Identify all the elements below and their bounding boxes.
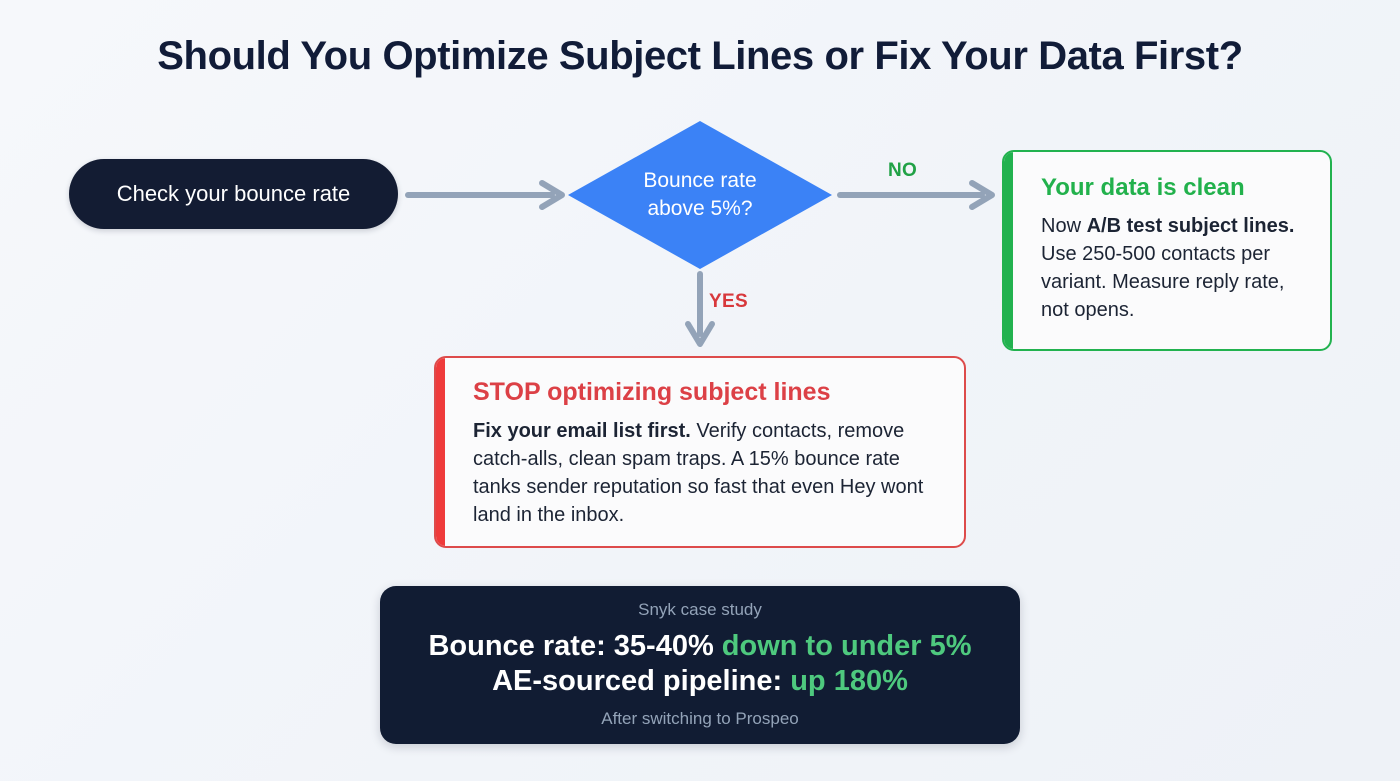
card-clean-body: Your data is clean Now A/B test subject …	[1013, 152, 1330, 349]
stop-text-rest: Verify contacts, remove catch-alls, clea…	[473, 419, 924, 526]
arrow-start-to-decision	[405, 180, 565, 210]
stat1-highlight: down to under 5%	[721, 629, 972, 662]
outcome-card-clean[interactable]: Your data is clean Now A/B test subject …	[1002, 150, 1332, 351]
clean-text-rest: Use 250-500 contacts per variant. Measur…	[1041, 242, 1285, 321]
case-study-eyebrow: Snyk case study	[638, 600, 762, 620]
clean-text-bold: A/B test subject lines.	[1086, 214, 1295, 237]
stat2-plain: AE-sourced pipeline:	[492, 665, 791, 697]
decision-node[interactable]: Bounce rate above 5%?	[568, 121, 832, 269]
stat1-plain: Bounce rate: 35-40%	[428, 629, 722, 662]
card-accent-bar-green	[1004, 152, 1013, 349]
page-title: Should You Optimize Subject Lines or Fix…	[157, 34, 1243, 78]
case-study-stat-pipeline: AE-sourced pipeline: up 180%	[492, 664, 908, 699]
card-stop-body: STOP optimizing subject lines Fix your e…	[445, 358, 964, 546]
decision-diamond-shape	[568, 121, 832, 269]
case-study-footnote: After switching to Prospeo	[601, 709, 799, 729]
card-stop-title: STOP optimizing subject lines	[473, 378, 831, 406]
start-node-label: Check your bounce rate	[116, 181, 351, 206]
outcome-card-stop[interactable]: STOP optimizing subject lines Fix your e…	[434, 356, 966, 548]
card-clean-text: Now A/B test subject lines. Use 250-500 …	[1041, 212, 1306, 324]
stop-text-bold: Fix your email list first.	[473, 419, 691, 442]
case-study-stat-bounce-rate: Bounce rate: 35-40% down to under 5%	[428, 629, 971, 664]
arrow-no-branch	[837, 180, 995, 210]
edge-label-no: NO	[888, 160, 918, 181]
case-study-card: Snyk case study Bounce rate: 35-40% down…	[380, 586, 1020, 744]
arrow-yes-branch	[685, 271, 715, 347]
card-stop-text: Fix your email list first. Verify contac…	[473, 417, 942, 529]
card-accent-bar-red	[436, 358, 445, 546]
clean-text-lead: Now	[1041, 214, 1087, 237]
edge-label-yes: YES	[709, 291, 748, 312]
stat2-highlight: up 180%	[790, 665, 908, 697]
card-clean-title: Your data is clean	[1041, 174, 1245, 201]
start-node[interactable]: Check your bounce rate	[69, 159, 398, 229]
